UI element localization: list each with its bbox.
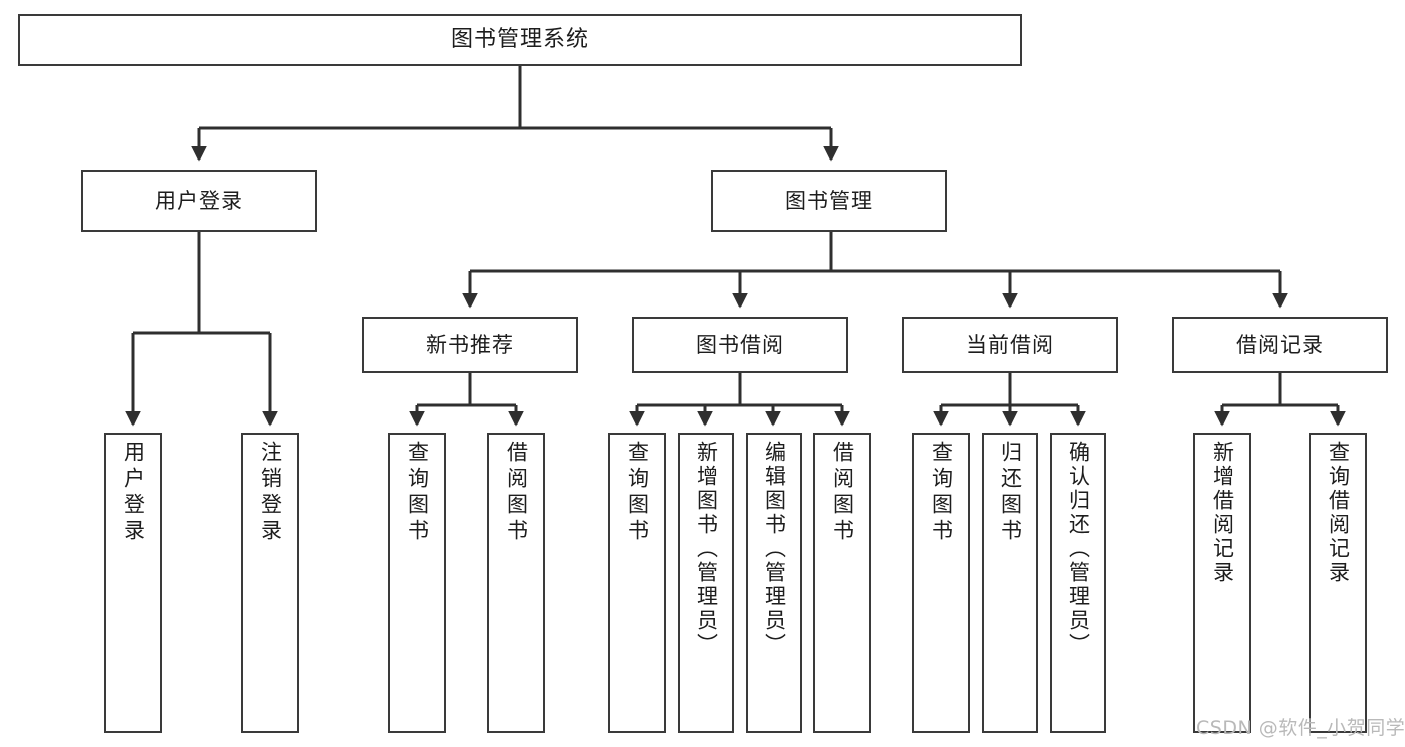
node-book-manage-label: 图书管理 [785, 188, 873, 213]
leaf-query-book-2[interactable]: 查询图书 [608, 433, 666, 733]
node-user-login-label: 用户登录 [155, 188, 243, 213]
node-book-borrow-label: 图书借阅 [696, 332, 784, 357]
leaf-edit-book[interactable]: 编辑图书（管理员） [746, 433, 802, 733]
leaf-query-book-1[interactable]: 查询图书 [388, 433, 446, 733]
node-root[interactable]: 图书管理系统 [18, 14, 1022, 66]
leaf-confirm-return[interactable]: 确认归还（管理员） [1050, 433, 1106, 733]
leaf-borrow-book-2-label: 借阅图书 [830, 441, 855, 545]
leaf-query-book-2-label: 查询图书 [625, 441, 650, 545]
leaf-return-book[interactable]: 归还图书 [982, 433, 1038, 733]
leaf-borrow-book-2[interactable]: 借阅图书 [813, 433, 871, 733]
node-new-book-recommend-label: 新书推荐 [426, 332, 514, 357]
leaf-edit-book-label: 编辑图书（管理员） [762, 441, 787, 657]
node-user-login[interactable]: 用户登录 [81, 170, 317, 232]
leaf-add-book[interactable]: 新增图书（管理员） [678, 433, 734, 733]
leaf-user-login[interactable]: 用户登录 [104, 433, 162, 733]
leaf-user-login-label: 用户登录 [121, 441, 146, 545]
node-borrow-record-label: 借阅记录 [1236, 332, 1324, 357]
leaf-query-book-3[interactable]: 查询图书 [912, 433, 970, 733]
node-borrow-record[interactable]: 借阅记录 [1172, 317, 1388, 373]
watermark-text: CSDN @软件_小贺同学 [1196, 717, 1405, 739]
leaf-logout-label: 注销登录 [258, 441, 283, 545]
node-book-manage[interactable]: 图书管理 [711, 170, 947, 232]
node-current-borrow[interactable]: 当前借阅 [902, 317, 1118, 373]
leaf-borrow-book-1-label: 借阅图书 [504, 441, 529, 545]
leaf-return-book-label: 归还图书 [998, 441, 1023, 545]
leaf-query-record-label: 查询借阅记录 [1326, 441, 1351, 585]
leaf-query-book-3-label: 查询图书 [929, 441, 954, 545]
leaf-query-book-1-label: 查询图书 [405, 441, 430, 545]
leaf-logout[interactable]: 注销登录 [241, 433, 299, 733]
leaf-add-record[interactable]: 新增借阅记录 [1193, 433, 1251, 733]
leaf-query-record[interactable]: 查询借阅记录 [1309, 433, 1367, 733]
node-root-label: 图书管理系统 [450, 27, 589, 53]
node-current-borrow-label: 当前借阅 [966, 332, 1054, 357]
node-book-borrow[interactable]: 图书借阅 [632, 317, 848, 373]
leaf-add-book-label: 新增图书（管理员） [694, 441, 719, 657]
leaf-borrow-book-1[interactable]: 借阅图书 [487, 433, 545, 733]
leaf-confirm-return-label: 确认归还（管理员） [1066, 441, 1091, 657]
node-new-book-recommend[interactable]: 新书推荐 [362, 317, 578, 373]
leaf-add-record-label: 新增借阅记录 [1210, 441, 1235, 585]
